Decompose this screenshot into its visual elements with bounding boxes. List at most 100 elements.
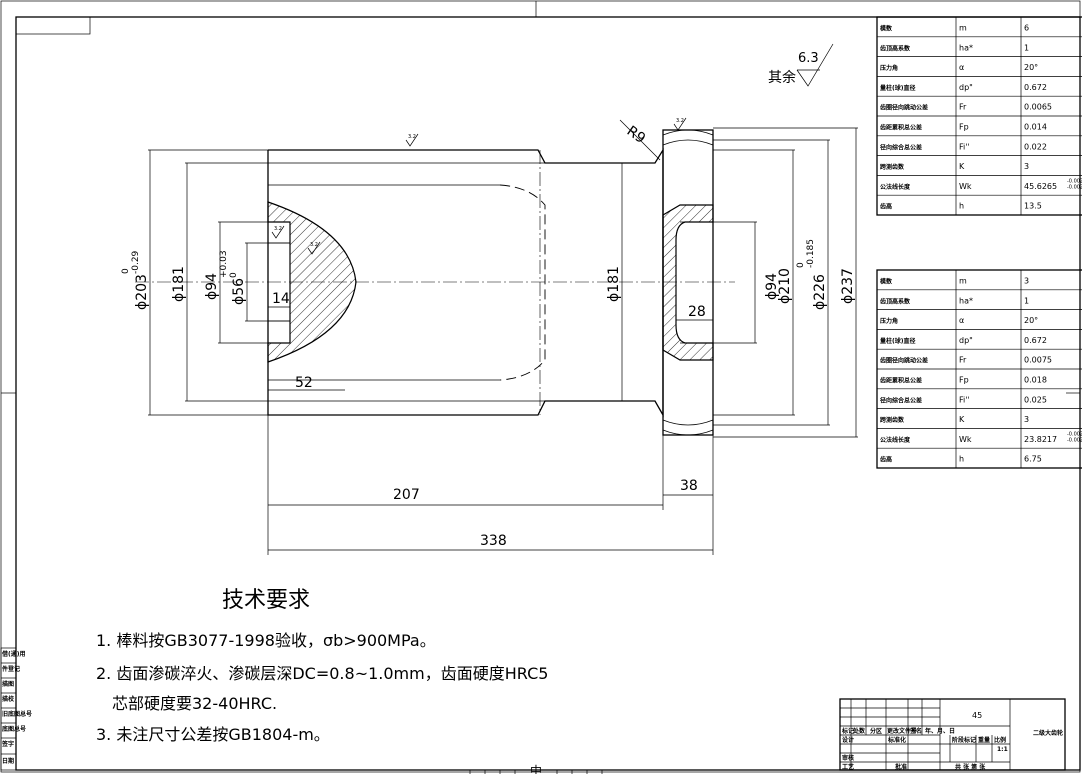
strip-label: 件登记 (2, 665, 20, 673)
table-cell-symbol: h (959, 202, 964, 211)
table-cell-param: 齿顶高系数 (880, 44, 911, 52)
drawing-frame (15, 16, 1081, 771)
bottom-ticks: 中 (469, 763, 603, 774)
tb-sheets: 共 张 第 张 (955, 763, 986, 771)
table-cell-symbol: m (959, 276, 967, 285)
dim-d226-tol-upper: 0 (796, 262, 806, 268)
table-cell-param: 量柱(球)直径 (880, 337, 916, 345)
table-cell-value: 45.6265 (1024, 182, 1057, 191)
table-cell-symbol: Wk (959, 435, 972, 444)
tb-design: 设计 (842, 736, 854, 744)
table-cell-value: 3 (1024, 415, 1029, 424)
left-strip: 借(通)用 件登记 描图 描校 旧底图总号 底图总号 签字 日期 (0, 647, 32, 771)
dim-r9: R9 (624, 123, 648, 147)
dim-len38: 38 (680, 478, 698, 494)
small-roughness-mark (673, 117, 687, 131)
gear-tooth (662, 129, 714, 136)
table-cell-value: 6 (1024, 23, 1029, 32)
table-cell-value: 3 (1024, 276, 1029, 285)
gear-tooth (662, 419, 714, 426)
table-cell-param: 径向综合总公差 (880, 396, 922, 404)
tb-hdr: 年、月、日 (925, 727, 955, 735)
dim-d181-left: ϕ181 (171, 266, 187, 302)
table-cell-value: 0.022 (1024, 142, 1047, 151)
tech-req-item: 3. 未注尺寸公差按GB1804-m。 (96, 725, 330, 744)
dim-len52: 52 (295, 375, 313, 391)
strip-label: 底图总号 (2, 725, 26, 733)
title-block: 45 二级大齿轮 标记 处数 分区 更改文件号 签名 年、月、日 设计 标准化 … (839, 698, 1066, 771)
table-cell-symbol: K (959, 415, 965, 424)
table-cell-param: 压力角 (880, 317, 898, 325)
small-roughness-value: 3.2 (676, 118, 684, 124)
table-cell-value: 1 (1024, 43, 1029, 52)
dim-d226: ϕ226 (812, 274, 828, 310)
dim-d94-left: ϕ94 (204, 273, 220, 300)
dim-len338: 338 (480, 533, 507, 549)
small-roughness-mark (307, 241, 321, 255)
table-cell-param: 齿圈径向跳动公差 (880, 357, 928, 365)
tb-scale: 1:1 (997, 746, 1008, 753)
table-cell-symbol: Fr (959, 103, 967, 112)
dim-d203-tol-upper: 0 (121, 268, 131, 274)
table-cell-param: 公法线长度 (880, 436, 911, 444)
small-roughness-mark (405, 133, 419, 147)
table-cell-param: 模数 (880, 24, 893, 32)
dim-d94-right: ϕ94 (764, 273, 780, 300)
strip-label: 描校 (2, 695, 15, 703)
table-cell-param: 齿顶高系数 (880, 297, 911, 305)
dim-d226-tol-lower: -0.185 (806, 239, 816, 268)
tb-check: 审核 (842, 754, 854, 762)
tb-hdr: 签名 (909, 727, 922, 735)
material: 45 (972, 711, 982, 720)
table-cell-value: 23.8217 (1024, 435, 1057, 444)
tb-hdr: 标记 (841, 727, 854, 735)
corner-box (15, 16, 91, 35)
dim-d56: ϕ56 (231, 278, 247, 305)
dim-len28: 28 (688, 304, 706, 320)
dim-d56-tol-lower: 0 (229, 272, 239, 278)
table-cell-symbol: m (959, 23, 967, 32)
table-cell-symbol: α (959, 316, 964, 325)
small-roughness-mark (271, 225, 285, 239)
table-cell-value: 3 (1024, 162, 1029, 171)
table-cell-symbol: Fr (959, 356, 967, 365)
roughness-label: 其余 (768, 69, 796, 86)
part-name: 二级大齿轮 (1033, 729, 1063, 737)
tech-req-item: 2. 齿面渗碳淬火、渗碳层深DC=0.8~1.0mm，齿面硬度HRC5 (96, 664, 548, 683)
dimension-lines (148, 119, 858, 555)
table-cell-value: 6.75 (1024, 455, 1042, 464)
table-cell-value: 0.672 (1024, 336, 1047, 345)
roughness-value: 6.3 (798, 51, 819, 66)
table-cell-value: 20° (1024, 63, 1038, 72)
table-cell-param: 公法线长度 (880, 183, 911, 191)
table-cell-param: 齿距累积总公差 (880, 376, 922, 384)
dim-d203-tol-lower: -0.29 (131, 250, 141, 274)
left-hatch (267, 201, 357, 363)
hidden-bore (499, 184, 546, 381)
table-cell-symbol: Fi'' (959, 142, 970, 151)
tb-standard: 标准化 (887, 736, 906, 744)
dim-d210: ϕ210 (777, 268, 793, 304)
table-cell-symbol: Fi'' (959, 395, 970, 404)
table-cell-tol: -0.0021 (1067, 184, 1082, 190)
table-cell-param: 齿高 (880, 456, 892, 464)
table-cell-symbol: dp" (959, 336, 973, 345)
tb-scale-label: 比例 (994, 736, 1006, 744)
tb-hdr: 分区 (870, 727, 882, 735)
tb-hdr: 更改文件号 (887, 727, 917, 735)
tb-weight: 重量 (978, 736, 990, 744)
table-cell-param: 跨测齿数 (880, 163, 905, 171)
dim-d203: ϕ203 (134, 274, 150, 310)
table-cell-value: 0.018 (1024, 375, 1047, 384)
table-cell-symbol: Fp (959, 375, 969, 384)
gear-tooth (662, 139, 714, 146)
table-cell-param: 跨测齿数 (880, 416, 905, 424)
small-roughness-value: 3.2 (408, 134, 416, 140)
table-cell-symbol: h (959, 455, 964, 464)
table-cell-tol: -0.0027 (1067, 437, 1082, 443)
dim-len14: 14 (272, 291, 290, 307)
table-cell-param: 齿圈径向跳动公差 (880, 104, 928, 112)
